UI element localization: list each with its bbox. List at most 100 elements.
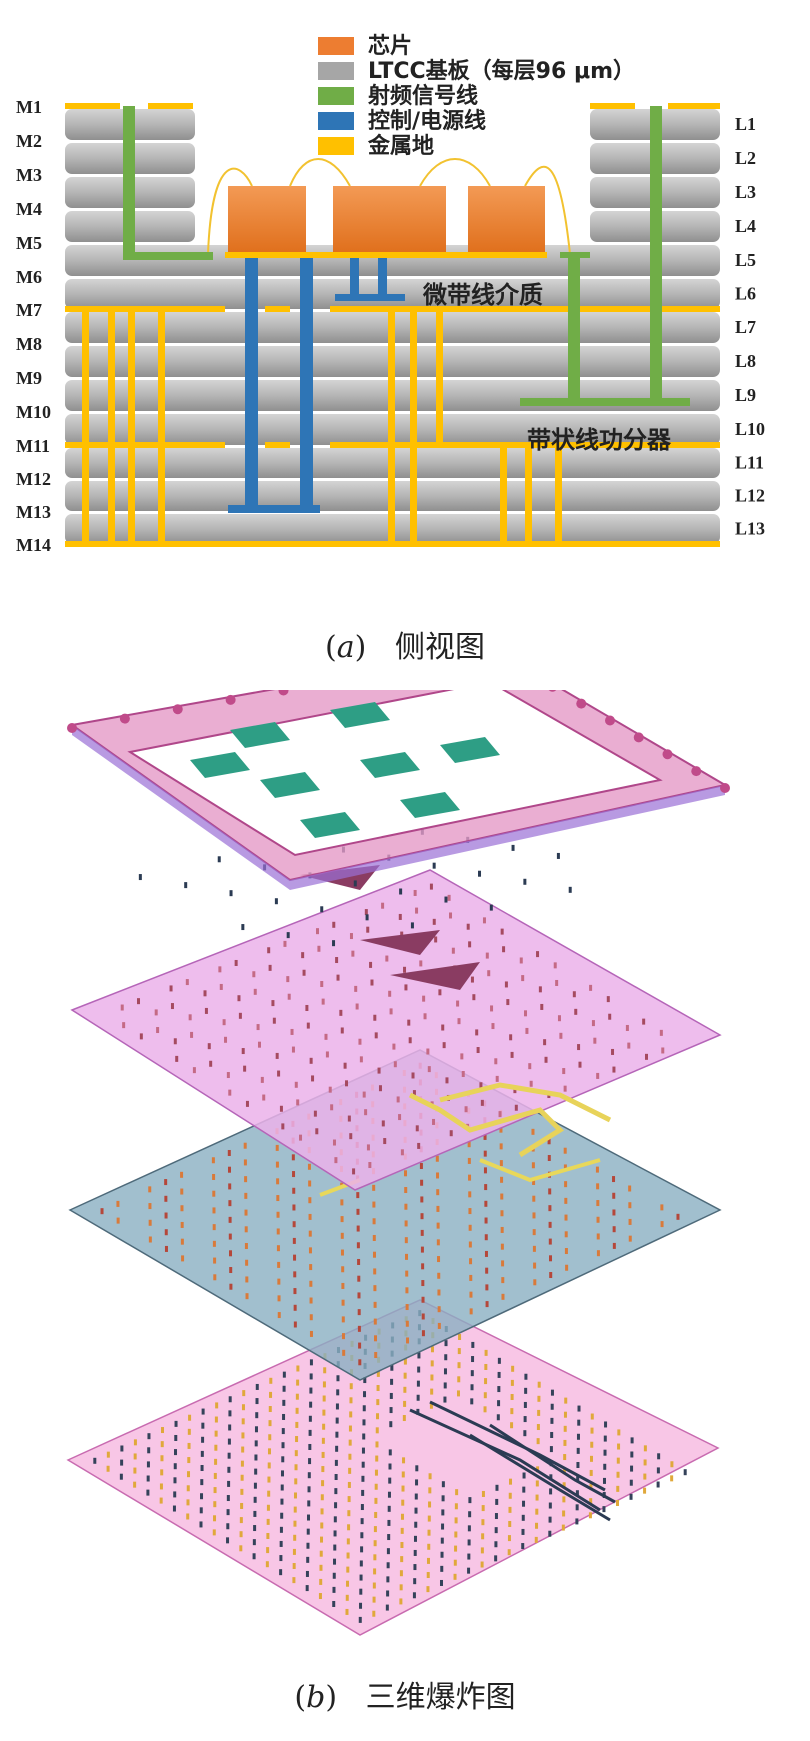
via-dot — [550, 1403, 554, 1410]
via-dot — [389, 1421, 393, 1428]
via-dot — [589, 984, 593, 991]
via-dot — [390, 1364, 394, 1371]
via-dot — [499, 1143, 503, 1150]
via-dot — [513, 1087, 517, 1094]
via-dot — [229, 1250, 233, 1257]
via-dot — [268, 1420, 272, 1427]
ground-trace — [65, 442, 225, 448]
via-dot — [228, 1410, 232, 1417]
via-dot — [494, 1058, 498, 1065]
via-dot — [257, 1041, 261, 1048]
via-dot — [500, 1176, 504, 1183]
via-dot — [267, 1490, 271, 1497]
via-dot — [348, 1439, 352, 1446]
via-dot — [212, 1207, 216, 1214]
via-dot — [276, 1228, 280, 1235]
via-dot — [280, 1470, 284, 1477]
via-dot — [502, 946, 506, 953]
via-dot — [148, 1203, 152, 1210]
via-dot — [164, 1195, 168, 1202]
via-dot — [276, 1211, 280, 1218]
via-dot — [341, 1282, 345, 1289]
via-dot — [147, 1433, 151, 1440]
via-dot — [360, 1546, 364, 1553]
via-dot — [207, 1043, 211, 1050]
via-dot — [430, 1360, 434, 1367]
via-dot — [356, 1192, 360, 1199]
via-dot — [404, 1170, 408, 1177]
via-dot — [400, 1556, 404, 1563]
via-dot — [362, 1405, 366, 1412]
via-dot — [201, 1436, 205, 1443]
via-dot — [359, 1588, 363, 1595]
via-dot — [470, 1398, 474, 1405]
via-dot — [322, 1409, 326, 1416]
via-dot — [365, 914, 369, 921]
via-dot — [343, 1062, 347, 1069]
control-via — [350, 256, 359, 298]
via-dot — [347, 1524, 351, 1531]
via-dot — [484, 1250, 488, 1257]
via-dot — [321, 998, 325, 1005]
via-dot — [200, 1465, 204, 1472]
via-dot — [321, 1480, 325, 1487]
via-dot — [313, 1110, 317, 1117]
via-dot — [306, 1528, 310, 1535]
via-dot — [429, 883, 433, 890]
frame-screw — [225, 694, 236, 705]
via-dot — [440, 1537, 444, 1544]
metal-label: M14 — [16, 535, 51, 555]
via-dot — [480, 1547, 484, 1554]
via-dot — [454, 1545, 458, 1552]
via-dot — [511, 1365, 515, 1372]
via-dot — [390, 1378, 394, 1385]
via-dot — [432, 862, 436, 869]
via-dot — [241, 1432, 245, 1439]
via-dot — [660, 1221, 664, 1228]
via-dot — [440, 1565, 444, 1572]
via-dot — [616, 1485, 620, 1492]
via-dot — [228, 1089, 232, 1096]
ground-trace — [108, 306, 115, 544]
via-dot — [612, 1192, 616, 1199]
via-dot — [265, 1561, 269, 1568]
via-dot — [213, 1257, 217, 1264]
control-via — [245, 256, 258, 511]
via-dot — [388, 1477, 392, 1484]
via-dot — [359, 1574, 363, 1581]
via-dot — [293, 1506, 297, 1513]
via-dot — [562, 1510, 566, 1517]
via-dot — [495, 1498, 499, 1505]
via-dot — [398, 913, 402, 920]
via-dot — [576, 1461, 580, 1468]
via-dot — [575, 1518, 579, 1525]
via-dot — [507, 1549, 511, 1556]
via-dot — [309, 1359, 313, 1366]
via-dot — [287, 993, 291, 1000]
via-dot — [404, 984, 408, 991]
via-dot — [524, 1010, 528, 1017]
via-dot — [559, 1032, 563, 1039]
via-dot — [373, 1268, 377, 1275]
via-dot — [333, 1558, 337, 1565]
via-dot — [616, 1457, 620, 1464]
via-dot — [173, 1038, 177, 1045]
via-dot — [427, 1515, 431, 1522]
via-dot — [363, 1391, 367, 1398]
via-dot — [612, 1176, 616, 1183]
via-dot — [534, 1536, 538, 1543]
via-dot — [643, 1473, 647, 1480]
via-dot — [175, 1055, 179, 1062]
via-dot — [487, 970, 491, 977]
via-dot — [563, 1454, 567, 1461]
via-dot — [564, 1214, 568, 1221]
frame-screw — [576, 698, 587, 709]
via-dot — [415, 1465, 419, 1472]
via-dot — [443, 1396, 447, 1403]
bottom-plane-vias — [93, 1310, 687, 1623]
via-dot — [333, 1530, 337, 1537]
via-dot — [239, 1545, 243, 1552]
frame-screw — [662, 749, 673, 760]
via-dot — [436, 1172, 440, 1179]
via-dot — [308, 1443, 312, 1450]
